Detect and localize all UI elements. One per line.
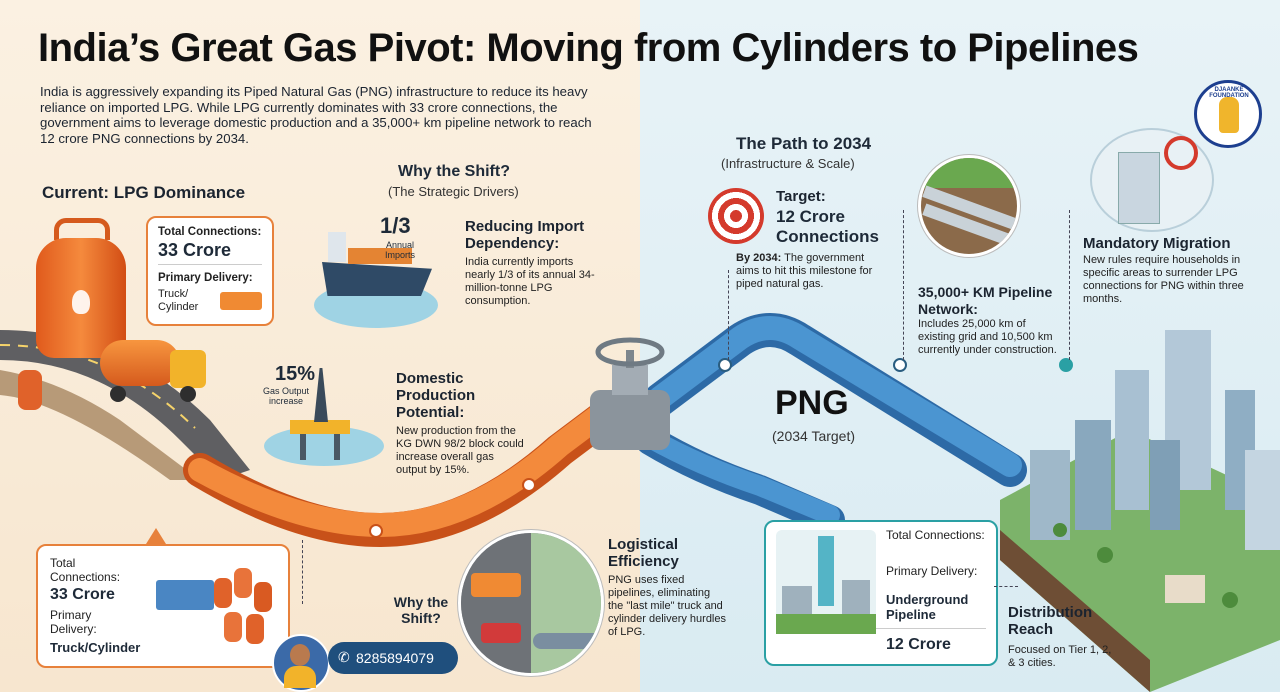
connections-label: Total Connections: [50,556,121,584]
delivery-value: Truck/ Cylinder [158,288,199,313]
lpg-heading: Current: LPG Dominance [42,183,246,202]
no-cylinder-icon [1164,136,1198,170]
connections-label: Total Connections: [158,226,262,238]
logistics-comparison-image [458,530,604,676]
intro-text: India is aggressively expanding its Pipe… [40,84,592,146]
migration-text: New rules require households in specific… [1083,254,1244,305]
page-title: India’s Great Gas Pivot: Moving from Cyl… [38,26,1139,70]
callout-pointer [146,528,166,544]
foundation-logo: DJAANKE FOUNDATION [1194,80,1262,148]
cylinder-icon [36,218,126,358]
connector-line [728,270,729,360]
domestic-text: New production from the KG DWN 98/2 bloc… [396,425,524,476]
delivery-label: Primary Delivery: [886,564,978,578]
distribution-title: Distribution Reach [1008,604,1093,638]
distribution-text: Focused on Tier 1, 2, & 3 cities. [1008,644,1112,669]
connector-line [903,210,904,360]
gas-stat-label: Gas Output increase [262,386,310,406]
delivery-label: Primary Delivery: [50,608,97,636]
why-heading: Why the Shift? [398,163,510,180]
png-subheading: (2034 Target) [772,428,856,444]
target-note-bold: By 2034: [736,252,782,264]
truck-icon [220,292,262,310]
connections-value: 33 Crore [50,586,115,603]
phone-badge[interactable]: ✆ 8285894079 [328,642,458,674]
delivery-value: Underground Pipeline [886,592,969,622]
avatar [272,634,330,692]
target-label: Target: [776,188,826,205]
logistic-text: PNG uses fixed pipelines, eliminating th… [608,574,726,638]
logo-text: DJAANKE FOUNDATION [1209,87,1249,99]
torch-icon [1219,97,1239,133]
target-value: 12 Crore Connections [776,207,879,246]
pipeline-city-icon [776,530,876,634]
migration-title: Mandatory Migration [1083,235,1231,252]
connector-line [994,586,1018,587]
lpg-stats-card: Total Connections: 33 Crore Primary Deli… [146,216,274,326]
connections-value: 12 Crore [886,636,951,653]
connector-line [1069,210,1070,360]
why-shift-bottom: Why the Shift? [393,594,449,626]
underground-pipeline-image [918,155,1020,257]
path-heading: The Path to 2034 [736,134,872,153]
png-stats-card: Total Connections: Primary Delivery: Und… [764,520,998,666]
lpg-summary-card: Total Connections: 33 Crore Primary Deli… [36,544,290,668]
connector-line [302,540,303,604]
target-note: By 2034: The government aims to hit this… [736,252,876,291]
building-migration-image [1090,128,1214,232]
path-subheading: (Infrastructure & Scale) [721,156,855,171]
pipeline-marker [369,524,383,538]
pipeline-text: Includes 25,000 km of existing grid and … [918,318,1057,356]
pipeline-marker [893,358,907,372]
pipeline-marker [718,358,732,372]
pipeline-title: 35,000+ KM Pipeline Network: [918,284,1053,317]
png-label: PNG [775,384,849,422]
import-stat: 1/3 [380,213,411,238]
oil-rig-icon [264,368,384,468]
pipeline-marker [1059,358,1073,372]
connections-value: 33 Crore [158,240,232,260]
phone-number: 8285894079 [356,650,434,666]
connections-label: Total Connections: [886,528,985,542]
delivery-value: Truck/Cylinder [50,640,141,655]
target-note-text: The government aims to hit this mileston… [736,252,873,290]
logistic-title: Logistical Efficiency [608,536,679,570]
import-stat-label: Annual Imports [384,240,415,260]
cylinders-icon [214,568,274,648]
import-text: India currently imports nearly 1/3 of it… [465,256,595,307]
gas-stat: 15% [275,363,316,385]
domestic-title: Domestic Production Potential: [396,370,476,421]
pipeline-marker [522,478,536,492]
tanker-truck-icon [100,330,210,410]
delivery-label: Primary Delivery: [158,272,253,284]
phone-icon: ✆ [338,649,350,665]
small-cylinder-icon [18,370,42,410]
cargo-ship-icon [314,222,438,332]
truck-icon [156,580,214,610]
why-subheading: (The Strategic Drivers) [388,184,519,199]
import-title: Reducing Import Dependency: [465,218,585,252]
target-icon [708,188,764,244]
